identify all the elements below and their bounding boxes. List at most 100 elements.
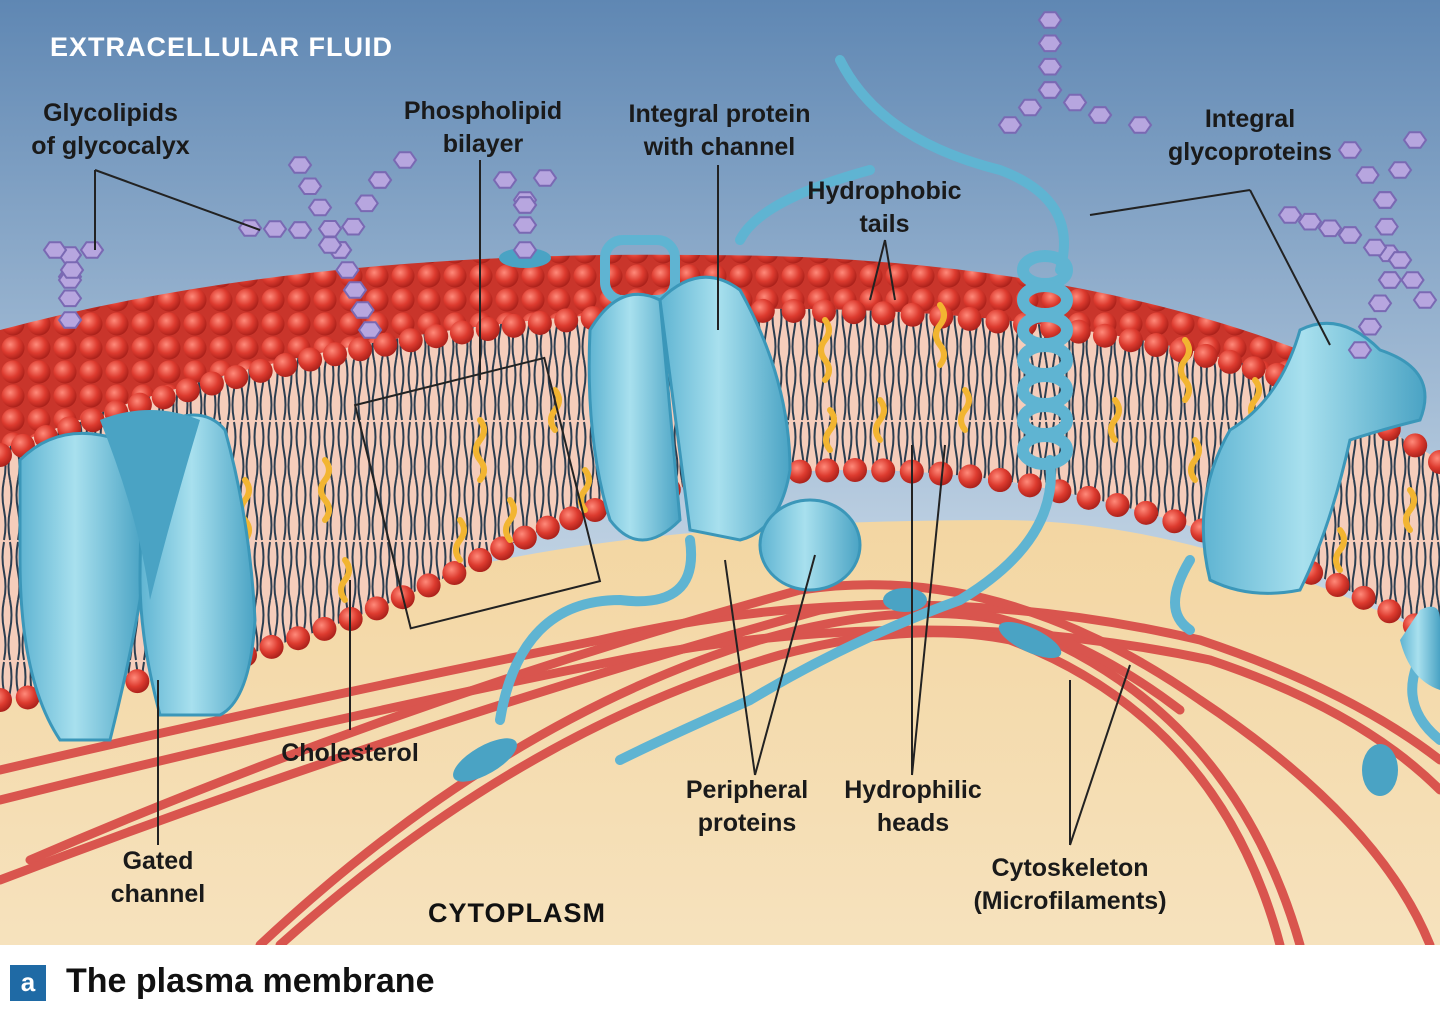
membrane-top-surface: [0, 254, 1300, 450]
phospholipid-head: [286, 626, 311, 651]
phospholipid-head: [1193, 343, 1218, 368]
phospholipid-head: [175, 378, 200, 403]
phospholipid-head: [1428, 450, 1440, 474]
sugar-unit: [297, 177, 323, 195]
phospholipid-head: [348, 337, 373, 362]
sugar-unit: [1087, 106, 1113, 124]
phospholipid-head: [1092, 323, 1117, 348]
sugar-unit: [1337, 141, 1363, 159]
phospholipid-head: [475, 316, 500, 341]
protein-strands: [495, 55, 1440, 765]
sugar-unit: [1400, 271, 1425, 289]
phospholipid-head: [988, 468, 1012, 492]
gated-channel-protein: [18, 410, 257, 742]
phospholipid-head: [559, 506, 584, 531]
phospholipid-head: [364, 596, 389, 621]
phospholipid-head: [535, 515, 560, 540]
leader-lines: [94, 160, 1331, 846]
sugar-unit: [79, 241, 105, 259]
sugar-unit: [262, 220, 288, 238]
phospholipid-head: [442, 561, 467, 586]
phospholipid-head: [312, 616, 337, 641]
extracellular-fluid-label: EXTRACELLULAR FLUID: [50, 32, 393, 62]
phospholipid-head: [512, 525, 537, 550]
sugar-unit: [307, 198, 333, 217]
phospholipid-head: [787, 459, 812, 484]
sugar-unit: [59, 261, 85, 279]
channel-protein: [587, 235, 862, 592]
sugar-unit: [1037, 11, 1063, 29]
phospholipid-head: [871, 458, 896, 483]
phospholipid-head: [259, 634, 284, 659]
phospholipid-head: [0, 688, 12, 712]
sugar-unit: [317, 220, 343, 238]
sugar-unit: [342, 281, 368, 299]
sugar-unit: [335, 261, 360, 279]
sugar-unit: [1337, 226, 1363, 244]
phospholipid-head: [416, 573, 441, 598]
sugar-unit: [1355, 166, 1380, 184]
phospholipid-head: [527, 310, 552, 335]
phospholipid-head: [928, 461, 953, 486]
sugar-unit: [1387, 161, 1413, 179]
microfilament-junctions: [453, 588, 1398, 796]
phospholipid-head: [1403, 433, 1428, 458]
phospholipid-head: [1017, 473, 1042, 498]
sugar-unit: [1277, 206, 1303, 224]
sugar-unit: [350, 301, 375, 319]
sugar-unit: [1037, 81, 1063, 99]
sugar-unit: [392, 151, 418, 169]
phospholipid-head: [199, 371, 224, 396]
sugar-unit: [1374, 217, 1399, 236]
figure-badge: a: [10, 965, 46, 1001]
sugar-unit: [367, 171, 393, 189]
sugar-unit: [1387, 251, 1413, 269]
sugar-unit: [1297, 212, 1323, 231]
sugar-unit: [357, 321, 383, 339]
sugar-unit: [287, 156, 313, 174]
phospholipid-head: [398, 328, 423, 353]
phospholipid-head: [871, 301, 896, 326]
phospholipid-head: [273, 353, 298, 378]
sugar-unit: [317, 236, 343, 254]
sugar-unit: [1347, 341, 1373, 359]
cytoplasm-label: CYTOPLASM: [428, 898, 607, 928]
phospholipid-head: [1105, 493, 1130, 517]
sugar-unit: [1357, 317, 1383, 336]
sugar-unit: [42, 241, 68, 259]
phospholipid-head: [15, 685, 40, 710]
sugar-unit: [492, 171, 518, 189]
sugar-unit: [1037, 57, 1063, 76]
phospholipid-head: [957, 306, 982, 331]
phospholipid-head: [1377, 599, 1402, 624]
phospholipid-head: [248, 358, 273, 383]
phospholipid-head: [323, 342, 347, 367]
phospholipid-head: [958, 464, 983, 489]
carbohydrate-chains: [42, 11, 1438, 359]
membrane-illustration: [0, 0, 1440, 945]
sugar-unit: [1412, 291, 1438, 309]
sugar-unit: [1317, 219, 1343, 238]
sugar-unit: [1062, 93, 1088, 112]
phospholipid-head: [1118, 328, 1143, 353]
phospholipid-head: [900, 302, 925, 327]
phospholipid-head: [125, 669, 150, 694]
phospholipid-head: [1241, 356, 1266, 381]
sugar-unit: [512, 216, 538, 234]
phospholipid-head: [151, 385, 176, 410]
label-cholesterol: Cholesterol: [281, 739, 419, 767]
sugar-unit: [1127, 116, 1153, 134]
sugar-unit: [1402, 131, 1428, 149]
phospholipid-head: [1076, 485, 1101, 510]
figure-caption: The plasma membrane: [66, 962, 435, 1000]
phospholipid-head: [468, 548, 492, 572]
sugar-unit: [1372, 191, 1398, 209]
phospholipid-head: [841, 300, 866, 325]
label-cytoskeleton: Cytoskeleton(Microfilaments): [973, 854, 1167, 915]
phospholipid-head: [1325, 573, 1350, 597]
